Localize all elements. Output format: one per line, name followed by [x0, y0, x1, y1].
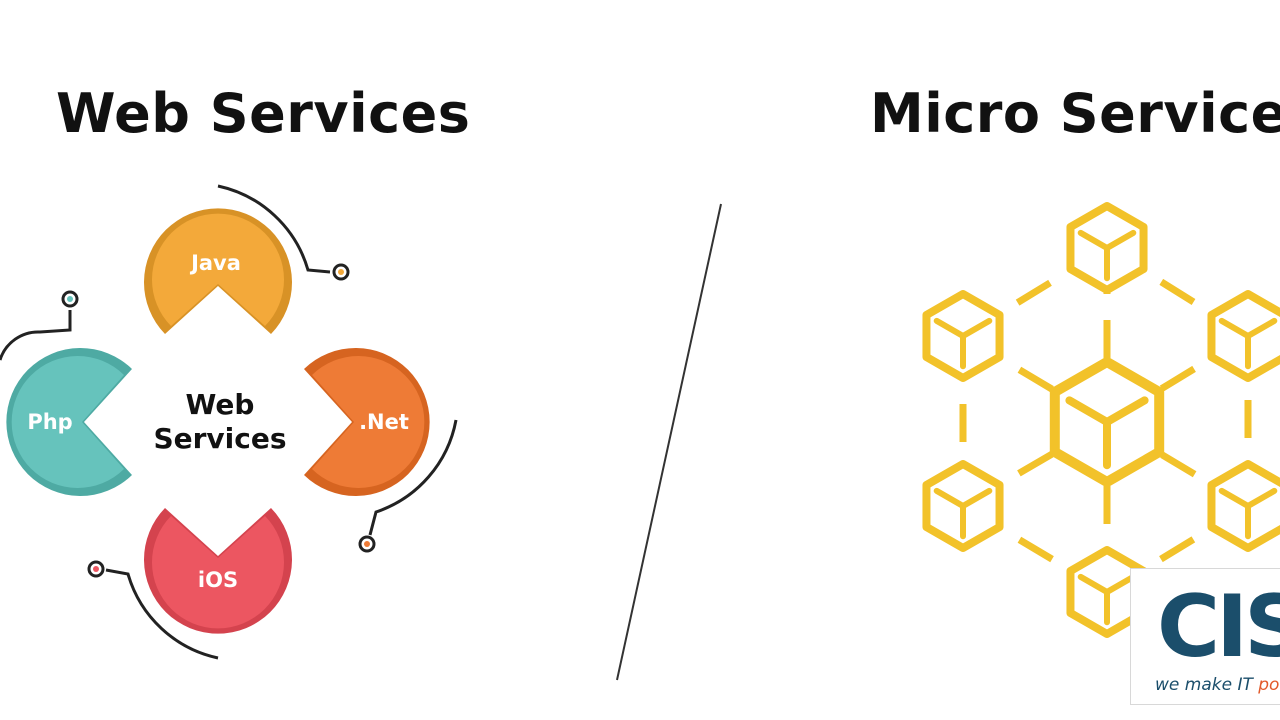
logo-tagline-main: we make IT	[1155, 675, 1259, 695]
cube-edge-bottom-1	[1104, 573, 1137, 595]
php-label: Php	[27, 410, 72, 434]
logo-mark: CIS	[1157, 577, 1280, 677]
cube-edge-lower-right-0	[1218, 487, 1251, 509]
center-label-line2: Services	[153, 422, 286, 455]
cube-cluster	[922, 202, 1280, 638]
net-label: .Net	[359, 410, 409, 434]
cube-edge-lower-left-1	[960, 487, 993, 509]
connector-ios	[105, 568, 219, 660]
logo-tagline-accent: po	[1258, 675, 1280, 695]
micro-services-title: Micro Services	[870, 82, 1280, 145]
connector-java	[217, 184, 331, 274]
php-shape-inner	[11, 356, 124, 489]
node-ios: iOS	[144, 508, 293, 634]
center-label-line1: Web	[186, 388, 255, 421]
connector-dot-fill-ios	[93, 566, 99, 572]
cube-bottom	[1066, 546, 1148, 638]
connector-net	[368, 419, 458, 536]
node-net: .Net	[304, 347, 430, 497]
cube-edge-center-1	[1103, 396, 1149, 426]
java-shape-inner	[152, 213, 284, 326]
cube-edge-lower-left-0	[933, 487, 966, 509]
node-php: Php	[6, 348, 133, 497]
cube-edge-upper-left-1	[960, 317, 993, 339]
node-java: Java	[144, 208, 292, 334]
connector-php	[0, 310, 72, 361]
ios-label: iOS	[198, 568, 238, 592]
cube-edge-center-0	[1065, 396, 1111, 426]
cube-center	[1049, 357, 1165, 487]
net-shape-inner	[312, 356, 425, 489]
company-logo: CIS we make IT po	[1130, 568, 1280, 705]
connector-dot-fill-net	[364, 541, 370, 547]
cube-edge-top-0	[1077, 229, 1110, 251]
web-services-title: Web Services	[56, 82, 471, 145]
cube-edge-top-1	[1104, 229, 1137, 251]
cube-edge-upper-right-0	[1218, 317, 1251, 339]
cube-top	[1066, 202, 1148, 294]
cube-edge-lower-right-1	[1245, 487, 1278, 509]
cube-upper-right	[1207, 290, 1280, 382]
cube-lower-right	[1207, 460, 1280, 552]
divider-line	[616, 203, 722, 681]
ios-shape-inner	[152, 516, 284, 629]
cube-edge-upper-left-0	[933, 317, 966, 339]
cube-lower-left	[922, 460, 1004, 552]
cube-edge-upper-right-1	[1245, 317, 1278, 339]
connector-dot-fill-java	[338, 269, 344, 275]
java-label: Java	[189, 251, 241, 275]
cube-edge-bottom-0	[1077, 573, 1110, 595]
connector-dot-fill-php	[67, 296, 73, 302]
cube-upper-left	[922, 290, 1004, 382]
logo-tagline: we make IT po	[1155, 675, 1279, 695]
